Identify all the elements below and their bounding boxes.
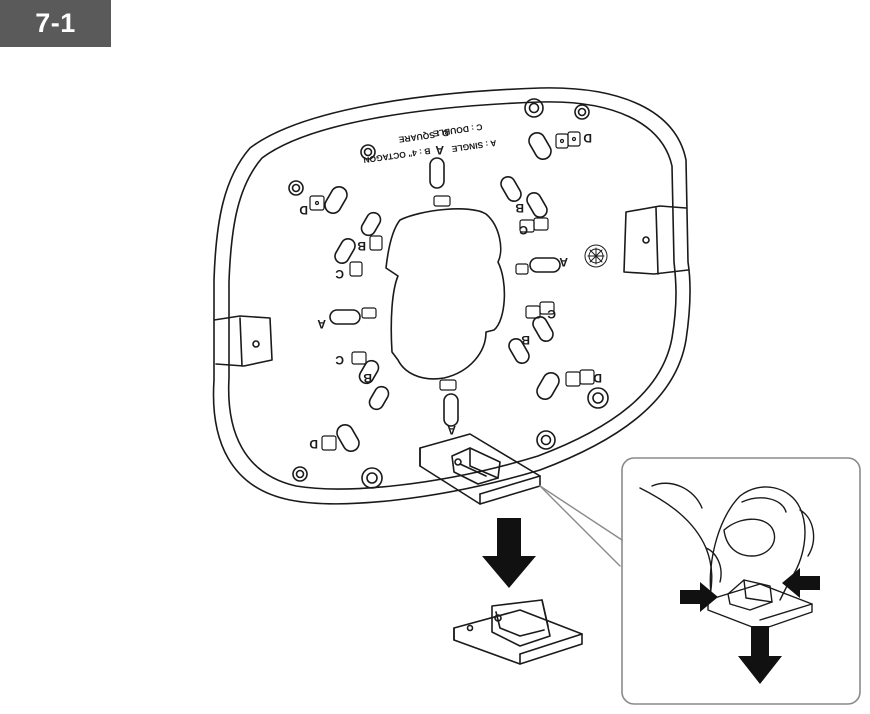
hole-label-a: A	[435, 143, 444, 157]
hole-label-d: D	[299, 203, 308, 217]
hole-label-b: B	[521, 333, 530, 347]
hole-label-b: B	[515, 201, 524, 215]
hole-label-c: C	[335, 267, 344, 281]
legend-single: A : SINGLE	[451, 138, 497, 154]
plate-legend: C : DOUBLE A : SINGLE D : SQUARE B : 4" …	[363, 122, 497, 165]
mount-plate	[212, 87, 691, 505]
hole-label-b: B	[357, 239, 366, 253]
down-arrow-icon	[482, 518, 536, 588]
grid-pad	[584, 244, 608, 268]
hole-label-a: A	[317, 317, 326, 331]
hole-label-c: C	[547, 307, 556, 321]
legend-square: D : SQUARE	[398, 128, 449, 145]
callout-connector	[539, 485, 623, 567]
hole-label-d: D	[593, 371, 602, 385]
hole-labels: A D D B C B C A A C B C B D A D	[299, 131, 602, 451]
detached-clip	[453, 599, 583, 665]
right-arrow-icon	[680, 582, 718, 612]
hands-squeezing-clip	[639, 482, 815, 631]
screw-bosses	[288, 98, 609, 489]
hole-label-d: D	[583, 131, 592, 145]
hole-label-c: C	[335, 353, 344, 367]
mounting-slots	[324, 132, 561, 452]
hole-label-a: A	[559, 255, 568, 269]
step-number-badge: 7-1	[0, 0, 111, 47]
legend-octagon: B : 4" OCTAGON	[363, 146, 431, 165]
paired-tabs	[309, 131, 595, 451]
down-arrow-icon	[738, 626, 782, 684]
callout-box	[621, 457, 861, 705]
hole-label-b: B	[363, 371, 372, 385]
arrows	[482, 518, 820, 684]
hole-label-a: A	[447, 423, 456, 437]
hole-label-d: D	[309, 437, 318, 451]
left-arrow-icon	[782, 568, 820, 598]
hole-label-c: C	[519, 223, 528, 237]
center-opening	[385, 208, 506, 380]
